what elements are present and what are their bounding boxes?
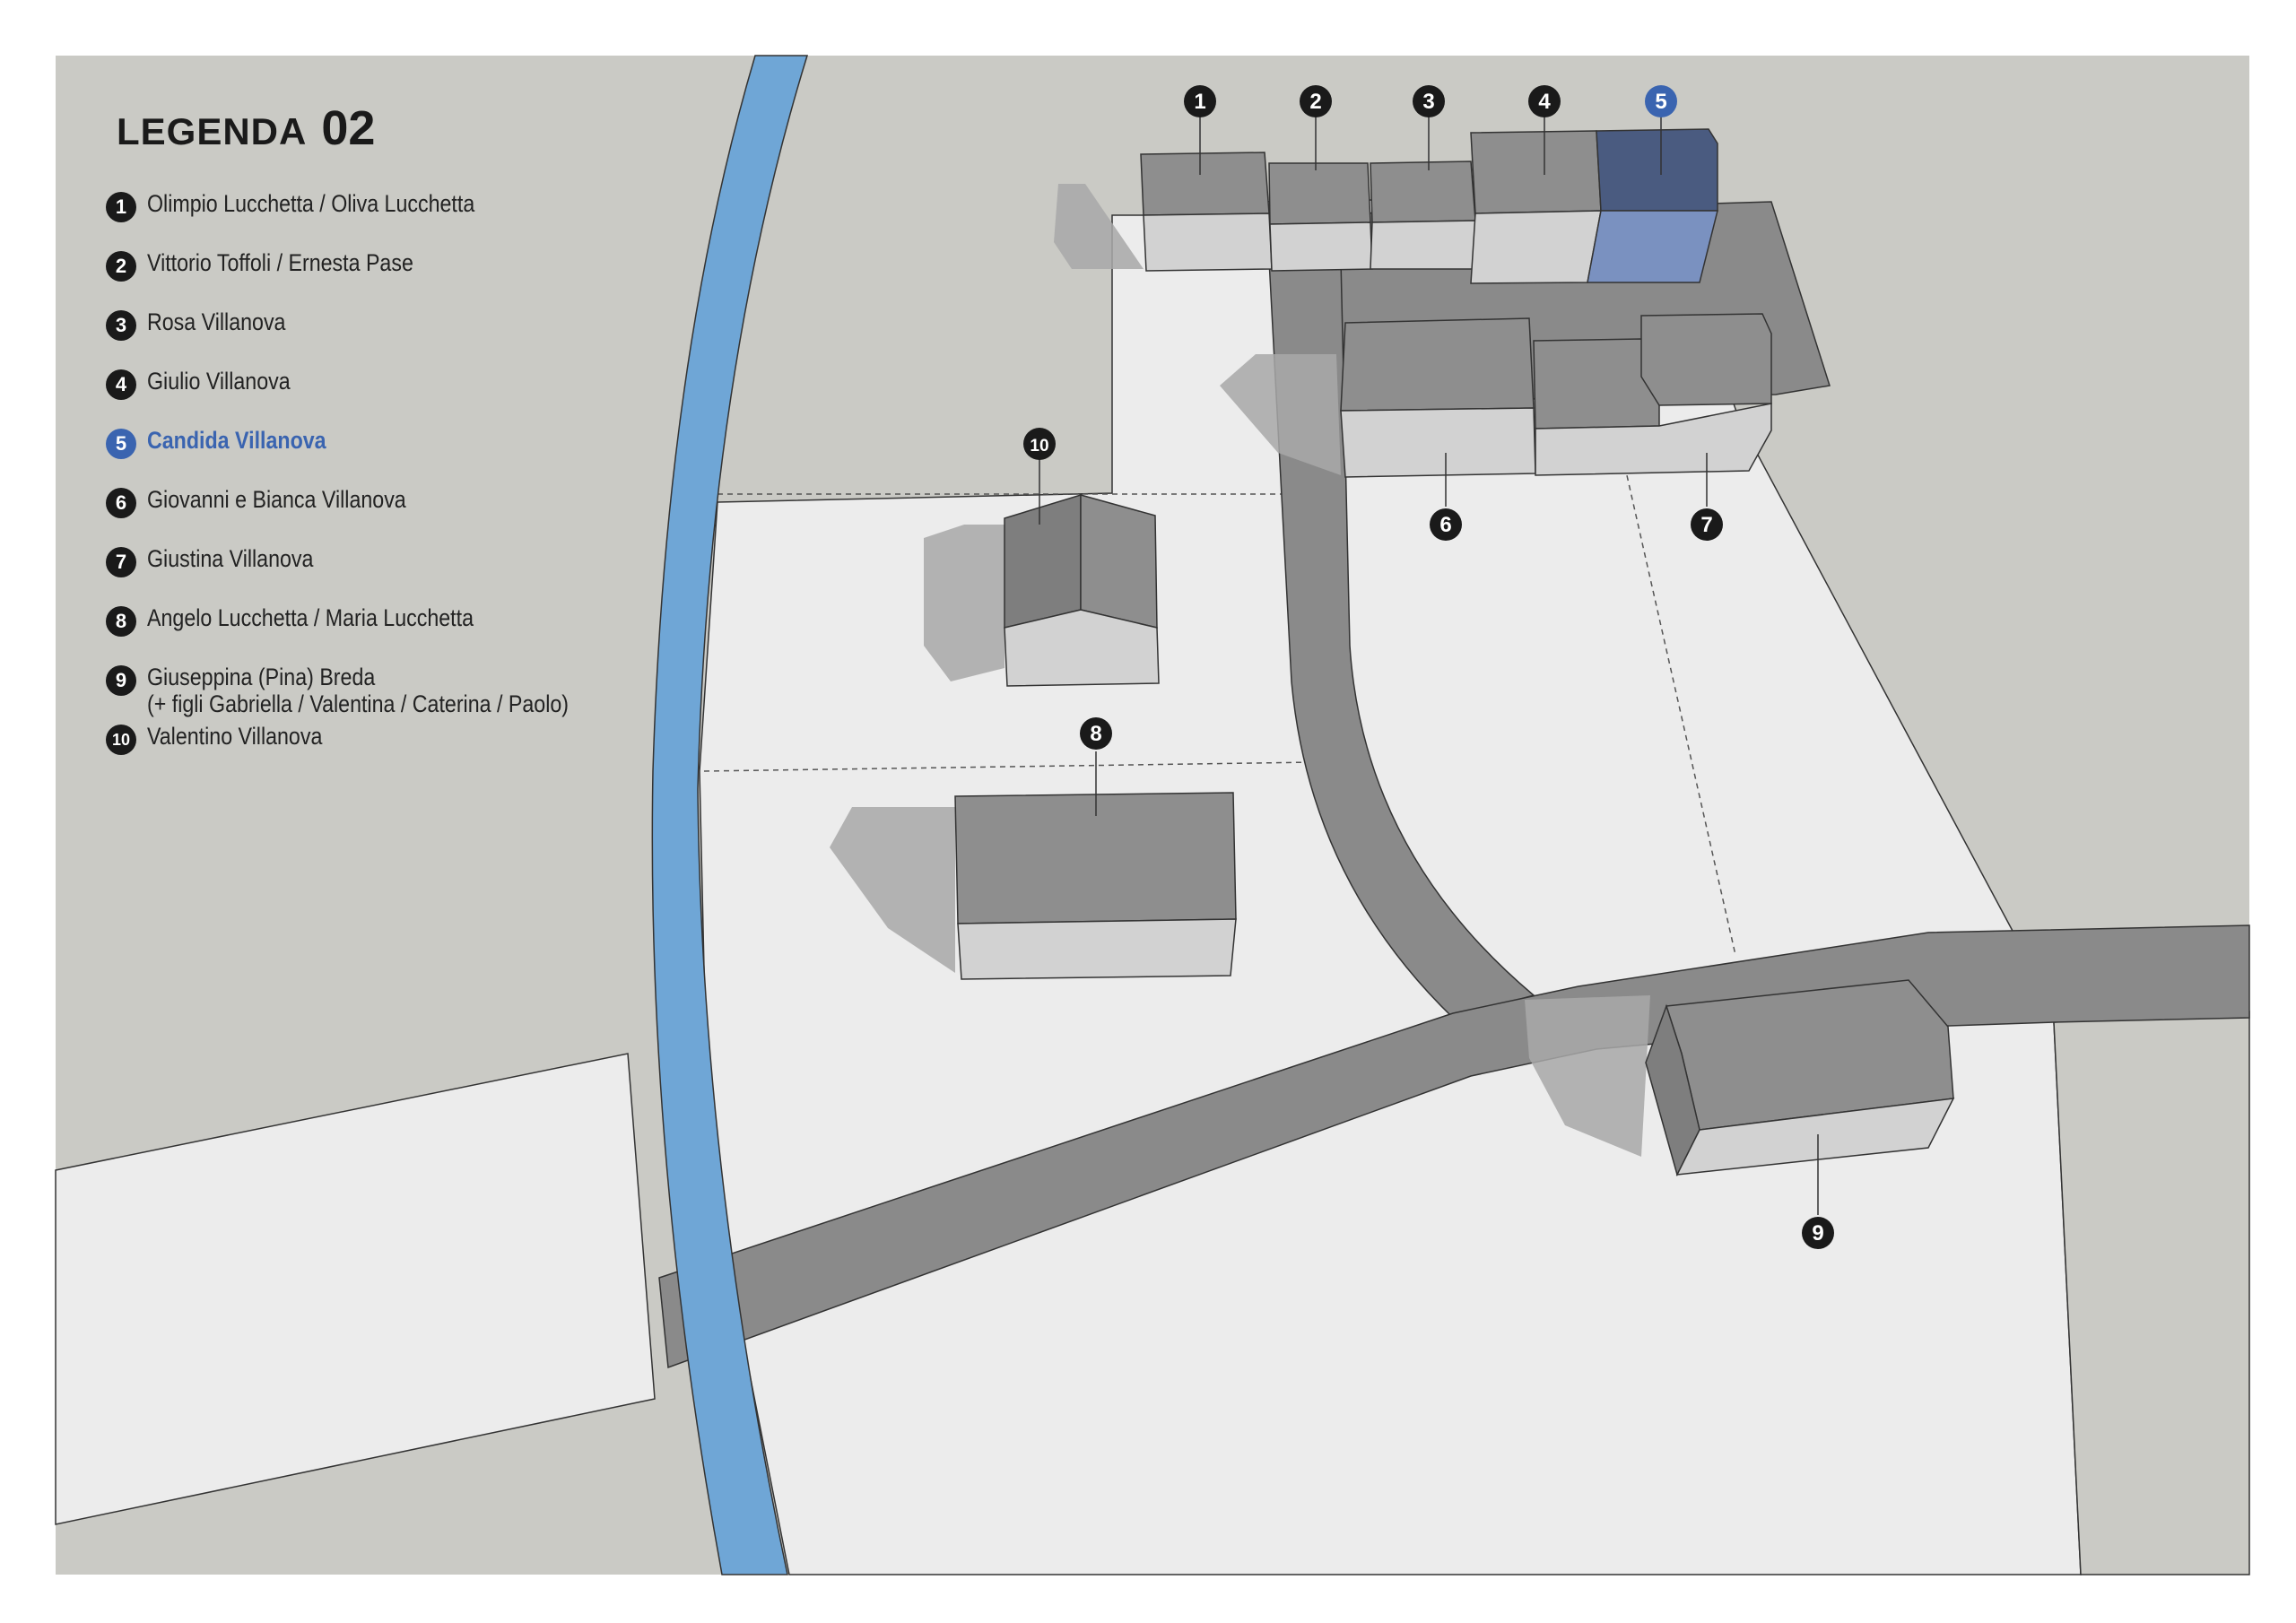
legend-item-label: Rosa Villanova xyxy=(147,308,286,335)
main-road xyxy=(658,924,2250,1369)
map-marker-6: 6 xyxy=(1430,508,1462,541)
legend-item-3: 3 Rosa Villanova xyxy=(106,308,734,368)
legend-item-sublabel: (+ figli Gabriella / Valentina / Caterin… xyxy=(147,690,570,717)
building-10 xyxy=(1004,493,1160,687)
building-7 xyxy=(1535,313,1772,476)
legend-badge: 5 xyxy=(106,429,136,459)
legend-item-label: Giuseppina (Pina) Breda xyxy=(147,664,376,690)
map-marker-4: 4 xyxy=(1528,85,1561,117)
building-5-highlighted xyxy=(1587,128,1718,283)
map-marker-8: 8 xyxy=(1080,717,1112,750)
legend-item-label: Giustina Villanova xyxy=(147,545,314,572)
legend-list: 1 Olimpio Lucchetta / Oliva Lucchetta 2 … xyxy=(106,190,734,782)
building-connector xyxy=(1533,338,1660,430)
map-marker-2: 2 xyxy=(1300,85,1332,117)
legend-title-word: LEGENDA xyxy=(117,110,308,152)
legend-item-5: 5 Candida Villanova xyxy=(106,427,734,486)
legend-item-7: 7 Giustina Villanova xyxy=(106,545,734,604)
marker-label: 6 xyxy=(1439,513,1451,537)
building-9 xyxy=(1645,979,1955,1177)
property-line xyxy=(1596,340,1736,956)
legend-item-label: Candida Villanova xyxy=(147,427,326,454)
legend-badge: 3 xyxy=(106,310,136,341)
building-shadows xyxy=(830,184,1650,1157)
marker-label: 7 xyxy=(1700,513,1712,537)
legend-badge: 1 xyxy=(106,192,136,222)
legend-badge: 8 xyxy=(106,606,136,637)
legend-item-label: Valentino Villanova xyxy=(147,723,323,750)
field-east xyxy=(2053,1011,2250,1575)
marker-label: 5 xyxy=(1655,90,1666,114)
legend-title-number: 02 xyxy=(321,101,376,155)
marker-label: 10 xyxy=(1030,437,1048,456)
legend-badge: 9 xyxy=(106,665,136,696)
legend-item-4: 4 Giulio Villanova xyxy=(106,368,734,427)
field-west xyxy=(55,1053,656,1525)
building-1 xyxy=(1140,152,1273,272)
building-2 xyxy=(1268,162,1373,272)
legend-item-8: 8 Angelo Lucchetta / Maria Lucchetta xyxy=(106,604,734,664)
map-marker-5: 5 xyxy=(1645,85,1677,117)
marker-label: 1 xyxy=(1194,90,1205,114)
building-3 xyxy=(1370,161,1476,270)
legend-item-6: 6 Giovanni e Bianca Villanova xyxy=(106,486,734,545)
marker-label: 8 xyxy=(1090,722,1101,746)
legend-item-label: Giovanni e Bianca Villanova xyxy=(147,486,406,513)
legend-item-label: Giulio Villanova xyxy=(147,368,291,395)
legend-item-label: Angelo Lucchetta / Maria Lucchetta xyxy=(147,604,474,631)
map-marker-10: 10 xyxy=(1023,428,1056,460)
map-marker-7: 7 xyxy=(1691,508,1723,541)
marker-label: 9 xyxy=(1812,1221,1823,1245)
legend-item-label: Olimpio Lucchetta / Oliva Lucchetta xyxy=(147,190,475,217)
map-marker-1: 1 xyxy=(1184,85,1216,117)
legend-badge: 10 xyxy=(106,725,136,755)
marker-label: 2 xyxy=(1309,90,1321,114)
map-marker-3: 3 xyxy=(1413,85,1445,117)
legend-item-1: 1 Olimpio Lucchetta / Oliva Lucchetta xyxy=(106,190,734,249)
marker-label: 3 xyxy=(1422,90,1434,114)
legend-item-2: 2 Vittorio Toffoli / Ernesta Pase xyxy=(106,249,734,308)
map-marker-9: 9 xyxy=(1802,1217,1834,1249)
building-4 xyxy=(1470,130,1602,284)
legend-badge: 6 xyxy=(106,488,136,518)
legend-title: LEGENDA 02 xyxy=(117,100,734,156)
legend-item-9: 9 Giuseppina (Pina) Breda (+ figli Gabri… xyxy=(106,664,734,723)
legend-badge: 2 xyxy=(106,251,136,282)
building-8 xyxy=(954,792,1237,980)
legend-item-label: Vittorio Toffoli / Ernesta Pase xyxy=(147,249,413,276)
river xyxy=(651,55,809,1575)
legend-badge: 4 xyxy=(106,369,136,400)
legend-item-10: 10 Valentino Villanova xyxy=(106,723,734,782)
legend-badge: 7 xyxy=(106,547,136,577)
marker-label: 4 xyxy=(1538,90,1551,114)
legend: LEGENDA 02 1 Olimpio Lucchetta / Oliva L… xyxy=(106,100,734,782)
building-6 xyxy=(1340,317,1536,478)
property-line xyxy=(703,761,1315,772)
